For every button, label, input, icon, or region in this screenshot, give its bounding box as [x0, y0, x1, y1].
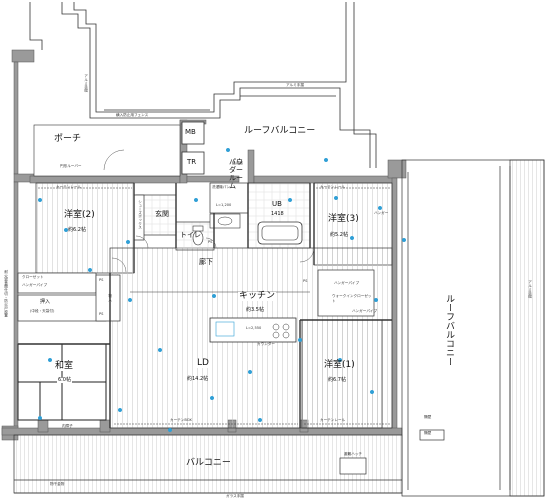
western1-size: 約6.7帖 [328, 377, 346, 383]
toilet-label: トイレ [180, 231, 201, 239]
toilet-length: L=1,200 [216, 203, 232, 207]
hanger-pipe-left: ハンガーパイプ [22, 283, 48, 287]
western3-size: 約5.2帖 [330, 232, 348, 238]
ub-label: UB [272, 200, 282, 208]
partition-note-1: 隔壁 [424, 431, 432, 435]
kitchen-label: キッチン [238, 291, 277, 301]
ps-label-2: PS [99, 312, 104, 316]
toilet-bowl [192, 225, 204, 246]
side-note: 耐火遮音間仕切・防火戸設置 [4, 270, 9, 317]
aluminum-rail-top: アルミ手摺 [286, 83, 304, 87]
porch-label: ポーチ [54, 134, 82, 144]
western3-label: 洋室(3) [328, 214, 359, 224]
hanger-pipe-wic: ハンガーパイプ [352, 309, 378, 313]
roof-balcony-top-label: ルーフバルコニー [244, 126, 316, 136]
glass-rail-note: ガラス手摺 [226, 494, 244, 498]
eaves-note: 物干金物 [50, 482, 65, 486]
hanger-pipe-right: ハンガーパイプ [334, 281, 360, 285]
washing-pan-note: 洗濯機パン [212, 185, 231, 189]
curtain-rail-w2: カーテンレール [56, 185, 82, 189]
kitchen-counter [130, 291, 310, 343]
inner-rail-note: 内障子 [62, 424, 73, 428]
western1-label: 洋室(1) [324, 360, 355, 370]
curtain-rail-w3: カーテンレール [320, 185, 346, 189]
aluminum-rail-right: アルミ手摺 [528, 280, 533, 298]
hallway-label: 廊下 [199, 258, 213, 266]
tr-label: TR [187, 158, 197, 166]
closet-left-label: クローゼット [22, 275, 44, 279]
ld-size: 約14.2帖 [187, 376, 209, 382]
ps-label-4: PS [303, 279, 308, 283]
curtain-box-note: カーテンBOX [170, 418, 192, 422]
kitchen-size: 約3.5帖 [246, 307, 264, 313]
closets [17, 182, 375, 322]
washitsu-label: 和室 [54, 361, 75, 371]
bathtub [257, 221, 303, 245]
walk-in-closet-label: ウォークインクローゼット [332, 294, 372, 303]
balcony-label: バルコニー [186, 458, 231, 468]
ld-label: LD [196, 358, 210, 368]
counter-note: カウンター [257, 342, 275, 346]
electrical-fixtures [37, 147, 407, 433]
western2-label: 洋室(2) [64, 210, 95, 220]
washitsu-size: 6.0帖 [57, 377, 72, 383]
door-swings [103, 149, 315, 273]
shoe-box-label: シューズボックス [138, 200, 143, 229]
water-heater-note: 給湯器 [232, 161, 243, 165]
powder-room-label: パウダールーム [229, 158, 243, 190]
roof-balcony-top-outline [29, 2, 377, 168]
kitchen-length: L=2,550 [246, 326, 262, 330]
fence-note: 横入防止用フェンス [116, 113, 149, 117]
ps-label-3: PS [208, 240, 213, 244]
curtain-rails [38, 187, 390, 425]
exterior-walls [1, 49, 407, 441]
eave-gutter-note: 円形ルーバー [60, 164, 82, 168]
evac-hatch-note: 避難ハッチ [344, 452, 362, 456]
stairs-note: ハンガー [374, 211, 389, 215]
mono-label: 物入 [108, 294, 113, 302]
washbasin [209, 213, 241, 229]
oshiire-label: 押入 [40, 299, 51, 305]
mb-tr-boxes [181, 121, 205, 175]
roof-balcony-right [401, 159, 545, 497]
balcony-bottom [13, 434, 403, 494]
roof-balcony-right-label: ルーフバルコニー [444, 294, 454, 366]
ps-label-1: PS [99, 278, 104, 282]
oshiire-sub: (中段・天袋付) [30, 309, 55, 313]
partition-note-2: 隔壁 [424, 415, 432, 419]
aluminum-rail-left: アルミ手摺 [84, 74, 89, 92]
curtain-rail-w1: カーテンレール [320, 418, 346, 422]
mb-label: MB [185, 128, 196, 136]
entrance-label: 玄関 [155, 210, 169, 218]
western2-size: 約6.2帖 [68, 227, 86, 233]
ub-size: 1418 [271, 211, 284, 217]
